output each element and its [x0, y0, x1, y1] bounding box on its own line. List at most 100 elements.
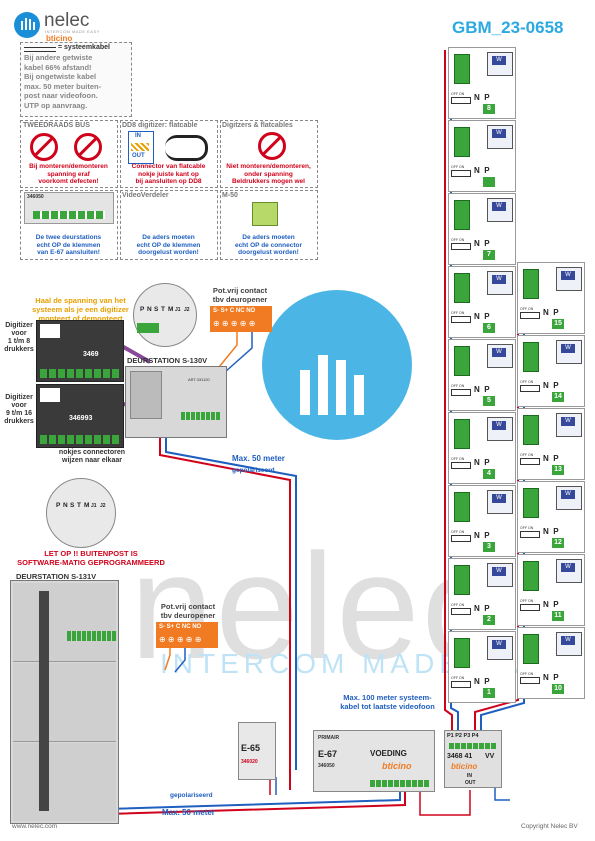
monitor-screen: W — [556, 632, 582, 656]
station-lower — [10, 580, 119, 824]
station-upper: ART.331120 — [125, 366, 227, 438]
monitor-np-label: N P — [543, 381, 559, 390]
digitizer2-label: Digitizer voor 9 t/m 16 drukkers — [4, 394, 34, 425]
monitor-screen: W — [556, 340, 582, 364]
monitor-np-label: N P — [543, 600, 559, 609]
monitor-number: 14 — [552, 392, 564, 402]
monitor-number: 6 — [483, 323, 495, 333]
monitor-connector — [454, 273, 470, 303]
monitor-number: 4 — [483, 469, 495, 479]
monitor-connector — [523, 342, 539, 372]
monitor-number: 7 — [483, 250, 495, 260]
monitor-connector — [454, 200, 470, 230]
monitor-connector — [523, 561, 539, 591]
legend-box — [20, 42, 132, 117]
monitor-connector — [523, 634, 539, 664]
panel-videoverdeler-title: VideoVerdeler — [122, 192, 169, 199]
monitor-number — [483, 177, 495, 187]
monitor-np-label: N P — [474, 677, 490, 686]
monitor-screen: W — [487, 490, 513, 514]
brand-name: nelec — [44, 10, 90, 31]
monitor-connector — [523, 269, 539, 299]
lower-max50: Max. 50 meter — [162, 808, 215, 817]
panel-m50-title: M-50 — [222, 192, 238, 199]
panel-digitizers-title: Digitzers & flatcables — [222, 122, 293, 129]
monitor-screen: W — [487, 125, 513, 149]
digitizer1-label: Digitizer voor 1 t/m 8 drukkers — [4, 322, 34, 353]
monitor-np-label: N P — [474, 604, 490, 613]
nokjes-text: nokjes connectoren wijzen naar elkaar — [58, 449, 126, 464]
monitor-np-label: N P — [474, 385, 490, 394]
monitor-screen: W — [487, 52, 513, 76]
footer-url[interactable]: www.nelec.com — [12, 823, 58, 830]
watermark-bars — [300, 350, 370, 420]
monitor-connector — [454, 419, 470, 449]
panel-m50-text: De aders moeten echt OP de connector doo… — [234, 234, 303, 256]
monitor-dip-switch: OFF ON — [520, 453, 540, 465]
monitor-dip-switch: OFF ON — [451, 238, 471, 250]
logo-icon — [14, 12, 40, 38]
power-supply: PRIMAIR E-67 VOEDING 346050 bticino — [313, 730, 435, 792]
panel-tweedraads-text: Bij monteren/demonteren spanning eraf vo… — [29, 163, 108, 185]
monitor-connector — [454, 565, 470, 595]
relay-lower: S- S+ C NC NO ⊕ ⊕ ⊕ ⊕ ⊕ — [156, 622, 218, 648]
station-upper-title: DEURSTATION S-130V — [127, 356, 208, 365]
panel-videoverdeler-text: De aders moeten echt OP de klemmen doorg… — [136, 234, 201, 256]
brand-tagline: INTERCOM MADE EASY — [45, 29, 100, 34]
monitor-dip-switch: OFF ON — [451, 384, 471, 396]
connector-zoom — [133, 283, 197, 347]
panel-digitizers-text: Niet monteren/demonteren, onder spanning… — [226, 163, 311, 185]
upper-warning: Haal de spanning van het systeem als je … — [32, 296, 129, 323]
e67-module: 346050 — [24, 192, 114, 224]
monitor-connector — [454, 492, 470, 522]
monitor-number: 13 — [552, 465, 564, 475]
monitor-screen: W — [487, 198, 513, 222]
video-distributor: P1 P2 P3 P4 3468 41 VV bticino IN OUT — [444, 730, 502, 788]
monitor-screen: W — [487, 417, 513, 441]
panel-e67-text: De twee deurstations echt OP de klemmen … — [35, 234, 102, 256]
upper-gepolariseerd: gepolariseerd — [232, 467, 275, 474]
monitor-screen: W — [487, 344, 513, 368]
flatcable-bend — [165, 135, 208, 161]
monitor-connector — [523, 488, 539, 518]
monitor-np-label: N P — [474, 458, 490, 467]
monitor-number: 11 — [552, 611, 564, 621]
digitizer1: 3469 — [36, 320, 124, 382]
monitor-connector — [454, 638, 470, 668]
monitor-connector — [454, 346, 470, 376]
no-plug-icon — [30, 133, 58, 161]
monitor-number: 5 — [483, 396, 495, 406]
monitor-dip-switch: OFF ON — [451, 311, 471, 323]
flatcable-cross-icon — [258, 132, 286, 160]
brand-sub: bticino — [46, 34, 73, 43]
monitor-dip-switch: OFF ON — [520, 526, 540, 538]
panel-dd8-title: DD8 digitizer: flatcable — [122, 122, 198, 129]
monitor-number: 1 — [483, 688, 495, 698]
station-lower-title: DEURSTATION S-131V — [16, 572, 97, 581]
monitor-screen: W — [556, 267, 582, 291]
monitor-dip-switch: OFF ON — [520, 672, 540, 684]
upper-max50: Max. 50 meter — [232, 454, 285, 463]
monitor-dip-switch: OFF ON — [520, 307, 540, 319]
e65-module: E-65 346020 — [238, 722, 276, 780]
watermark-text: nelec — [130, 522, 499, 690]
monitor-dip-switch: OFF ON — [451, 676, 471, 688]
monitor-number: 12 — [552, 538, 564, 548]
monitor-number: 3 — [483, 542, 495, 552]
doc-code: GBM_23-0658 — [452, 18, 564, 37]
relay-upper: S- S+ C NC NO ⊕ ⊕ ⊕ ⊕ ⊕ — [210, 306, 272, 332]
monitor-screen: W — [556, 559, 582, 583]
monitor-number: 8 — [483, 104, 495, 114]
monitor-screen: W — [487, 563, 513, 587]
monitor-dip-switch: OFF ON — [520, 599, 540, 611]
flatcable-icon: IN OUT — [128, 131, 154, 164]
digitizer2: 346993 — [36, 384, 124, 448]
